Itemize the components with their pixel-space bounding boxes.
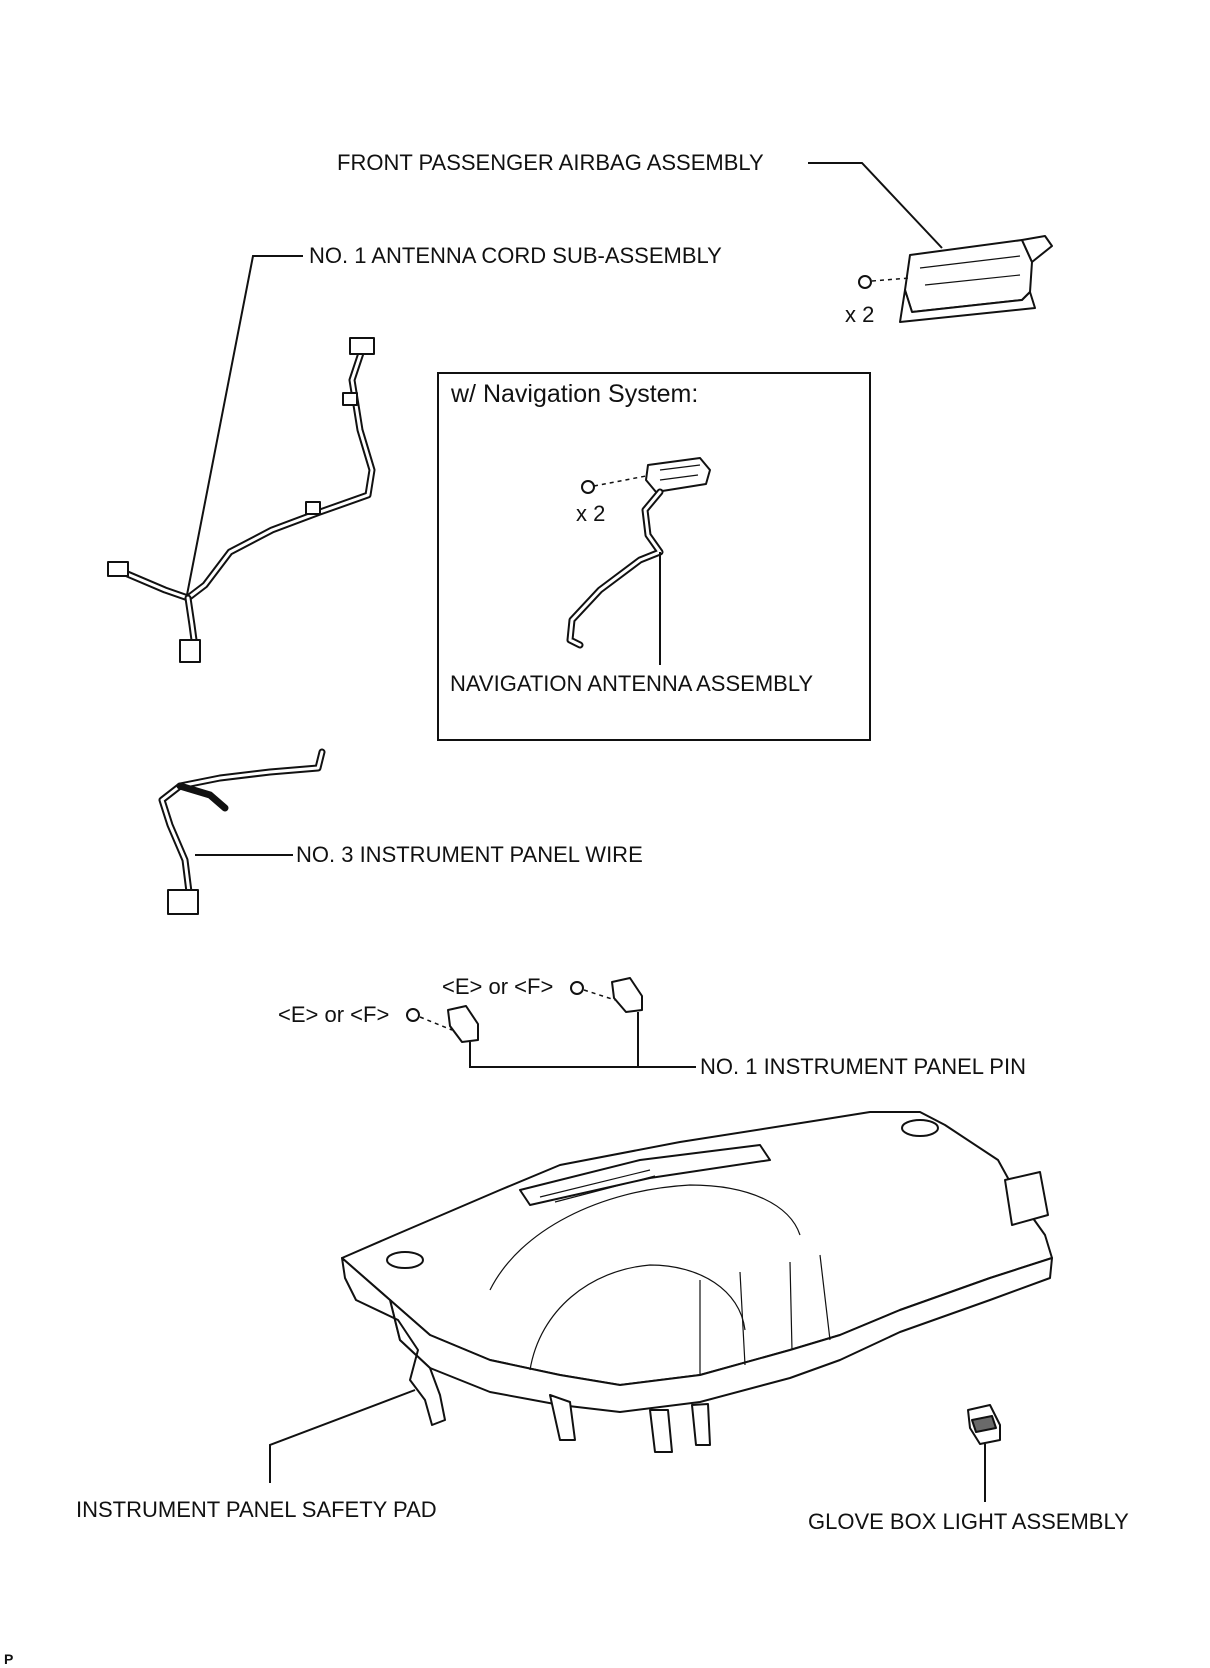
safety-pad-left-bracket (341, 1257, 446, 1426)
panel-pin-assembly: <E> or <F> <E> or <F> NO. 1 INSTRUMENT P… (278, 974, 1026, 1079)
antenna-cord-wire (114, 346, 376, 602)
antenna-cord-wire-core (116, 348, 374, 600)
antenna-cord-connector-bottom (179, 639, 201, 663)
pin-left (447, 1005, 479, 1043)
nav-antenna-cable-core (568, 490, 662, 647)
nav-antenna-label: NAVIGATION ANTENNA ASSEMBLY (450, 671, 813, 696)
nav-bolt-icon (581, 480, 595, 494)
safety-pad-cluster-opening (529, 1264, 746, 1371)
pin-right-bolt-path (583, 989, 616, 1001)
safety-pad-leg (549, 1394, 576, 1441)
corner-mark: P (4, 1651, 13, 1667)
nav-antenna-detail (659, 464, 701, 481)
antenna-cord-clamp (305, 501, 321, 515)
safety-pad-assembly: INSTRUMENT PANEL SAFETY PAD (76, 1111, 1053, 1522)
safety-pad-right-speaker (901, 1119, 939, 1137)
safety-pad-right-opening (1004, 1171, 1049, 1226)
safety-pad-left-speaker (386, 1251, 424, 1269)
safety-pad-front-skirt (389, 1257, 1053, 1413)
panel-pin-leader-line (469, 1012, 696, 1068)
safety-pad-label: INSTRUMENT PANEL SAFETY PAD (76, 1497, 437, 1522)
safety-pad-leg (691, 1403, 711, 1446)
airbag-bolt-icon (858, 275, 872, 289)
pin-right (611, 977, 643, 1013)
pin-left-bolt-path (419, 1016, 453, 1031)
glove-light-assembly: GLOVE BOX LIGHT ASSEMBLY (808, 1404, 1129, 1534)
nav-bolt-path (593, 475, 647, 487)
safety-pad-cluster-hood (489, 1184, 801, 1291)
safety-pad-vent-slats (539, 1169, 656, 1203)
panel-wire-connector (167, 889, 199, 915)
airbag-detail-lines (919, 255, 1021, 286)
antenna-cord-leader-line (185, 255, 303, 601)
pin-left-bolt-icon (406, 1008, 420, 1022)
airbag-bolt-path (871, 277, 911, 282)
glove-light-label: GLOVE BOX LIGHT ASSEMBLY (808, 1509, 1129, 1534)
airbag-leader-line (808, 162, 943, 249)
airbag-bolt-qty: x 2 (845, 302, 874, 327)
pin-left-fastener-code: <E> or <F> (278, 1002, 389, 1027)
antenna-cord-clamp (342, 392, 358, 406)
panel-pin-label: NO. 1 INSTRUMENT PANEL PIN (700, 1054, 1026, 1079)
glove-light-lens (971, 1415, 997, 1433)
nav-bolt-qty: x 2 (576, 501, 605, 526)
navigation-box-title: w/ Navigation System: (450, 380, 698, 408)
antenna-cord-connector-top (349, 337, 375, 355)
panel-wire-branch (176, 782, 229, 812)
safety-pad-leg (649, 1409, 673, 1453)
navigation-box-frame (437, 372, 871, 741)
safety-pad-center-ribs (699, 1254, 831, 1375)
pin-right-fastener-code: <E> or <F> (442, 974, 553, 999)
safety-pad-leader-line (269, 1389, 416, 1483)
antenna-cord-assembly: NO. 1 ANTENNA CORD SUB-ASSEMBLY (107, 243, 722, 663)
panel-wire-label: NO. 3 INSTRUMENT PANEL WIRE (296, 842, 643, 867)
antenna-cord-end (107, 561, 129, 577)
antenna-cord-label: NO. 1 ANTENNA CORD SUB-ASSEMBLY (309, 243, 722, 268)
navigation-system-box: w/ Navigation System: x 2 NAVIGATION ANT… (437, 372, 871, 741)
panel-wire-assembly: NO. 3 INSTRUMENT PANEL WIRE (158, 748, 643, 915)
airbag-bracket (1021, 235, 1053, 263)
safety-pad-defroster-vent (519, 1144, 771, 1206)
airbag-label: FRONT PASSENGER AIRBAG ASSEMBLY (337, 150, 764, 175)
airbag-assembly: FRONT PASSENGER AIRBAG ASSEMBLY x 2 (337, 150, 1053, 327)
pin-right-bolt-icon (570, 981, 584, 995)
panel-wire-harness-core (160, 750, 324, 902)
nav-antenna-unit (645, 457, 711, 493)
airbag-flange (899, 289, 1036, 323)
